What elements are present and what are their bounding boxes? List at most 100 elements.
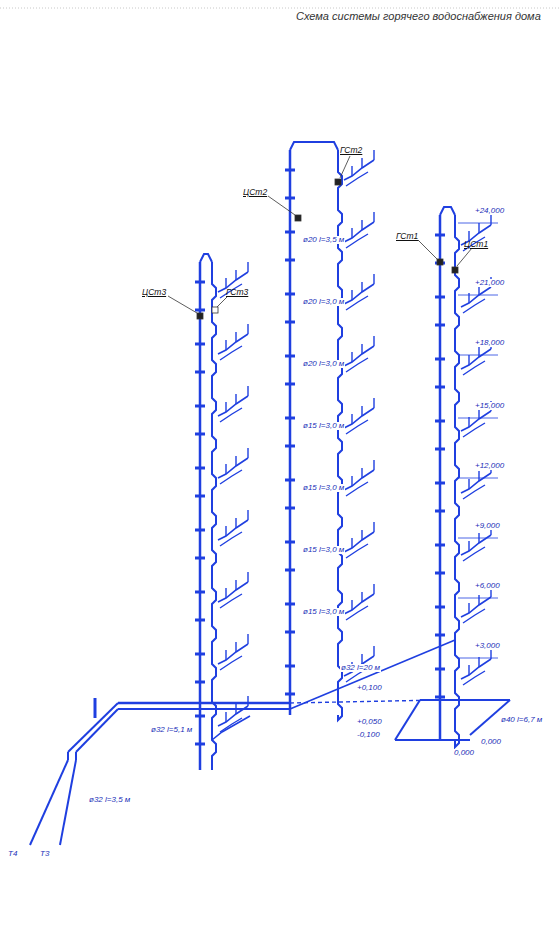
pipe-label: +15,000 [474,402,505,410]
pipe-branch [373,150,374,160]
pipe-line [285,259,295,262]
pipe-line [195,309,205,312]
pipe-label: +21,000 [474,279,505,287]
pipe-branch [351,228,352,238]
pipe-branch [235,642,236,652]
pipe-line [435,324,445,327]
pipe-branch [346,296,368,310]
pipe-line [435,448,445,451]
pipe-branch [373,646,374,656]
pipe-line [195,495,205,498]
stand-label: ЦСт1 [464,240,488,249]
pipe-line [285,693,295,696]
pipe-line [285,197,295,200]
pipe-branch [351,352,352,362]
pipe-line [195,405,205,408]
pipe-line [285,507,295,510]
pipe-line [118,702,290,705]
stand-marker [437,259,443,265]
pipe-line [195,343,205,346]
pipe-branch [225,588,226,598]
pipe-branch [468,479,469,489]
pipe-line [290,640,455,709]
pipe-line [435,634,445,637]
pipe-branch [373,460,374,470]
pipe-line [285,355,295,358]
pipe-line [195,743,205,746]
pipe-branch [373,522,374,532]
pipe-label: +9,000 [474,522,501,530]
pipe-label: ø20 l=3,0 м [302,360,345,368]
pipe-branch [235,394,236,404]
pipe-branch [478,409,479,419]
pipe-label: +0,050 [356,718,383,726]
pipe-branch [225,402,226,412]
pipe-label: +24,000 [474,207,505,215]
stand-label: ГСт1 [396,232,418,241]
pipe-line [67,752,69,760]
pipe-branch [463,423,485,437]
pipe-branch [225,526,226,536]
pipe-line [420,699,510,701]
pipe-line [458,295,498,296]
pipe-branch [490,215,491,225]
pipe-branch [468,417,469,427]
pipe-branch [478,657,479,667]
pipe-label: ø15 l=3,0 м [302,422,345,430]
pipe-branch [346,234,368,248]
pipe-line [285,321,295,324]
pipe-line [458,598,498,599]
pipe-branch [220,346,242,360]
pipe-line [435,386,445,389]
pipe-line [439,700,441,740]
pipe-line [435,696,445,699]
pipe-branch [247,448,248,458]
pipe-branch [351,414,352,424]
pipe-branch [361,220,362,230]
stand-label: ГСт3 [226,288,248,297]
pipe-branch [235,518,236,528]
pipe-line [195,653,205,656]
pipe-line [118,708,290,710]
pipe-branch [463,361,485,375]
pipe-line [435,668,445,671]
pipe-branch [468,603,469,613]
pipe-line [195,715,205,718]
pipe-branch [463,485,485,499]
pipe-line [285,383,295,386]
pipe-branch [373,398,374,408]
pipe-line [195,557,205,560]
pipe-branch [478,595,479,605]
pipe-branch [247,324,248,334]
pipe-branch [247,572,248,582]
pipe-line [195,619,205,622]
pipe-branch [361,468,362,478]
pipe-branch [468,293,469,303]
stand-label: ЦСт2 [243,188,267,197]
pipe-label: -0,100 [356,731,381,739]
pipe-label: +12,000 [474,462,505,470]
pipe-branch [478,471,479,481]
pipe-line [195,467,205,470]
pipe-branch [346,420,368,434]
pipe-line [285,569,295,572]
pipe-line [285,231,295,234]
pipe-branch [225,650,226,660]
pipe-branch [361,592,362,602]
pipe-label: ø15 l=3,0 м [302,484,345,492]
pipe-line [458,538,498,539]
pipe-branch [351,476,352,486]
pipe-label: 0,000 [480,738,502,746]
pipe-line [76,709,118,752]
pipe-line [217,296,228,307]
pipe-branch [351,290,352,300]
pipe-branch [463,299,485,313]
pipe-line [435,482,445,485]
pipe-line [435,420,445,423]
pipe-branch [220,718,242,732]
pipe-branch [490,649,491,659]
pipe-branch [212,262,216,770]
pipe-line [435,234,445,237]
pipe-branch [220,656,242,670]
pipe-line [168,296,197,313]
